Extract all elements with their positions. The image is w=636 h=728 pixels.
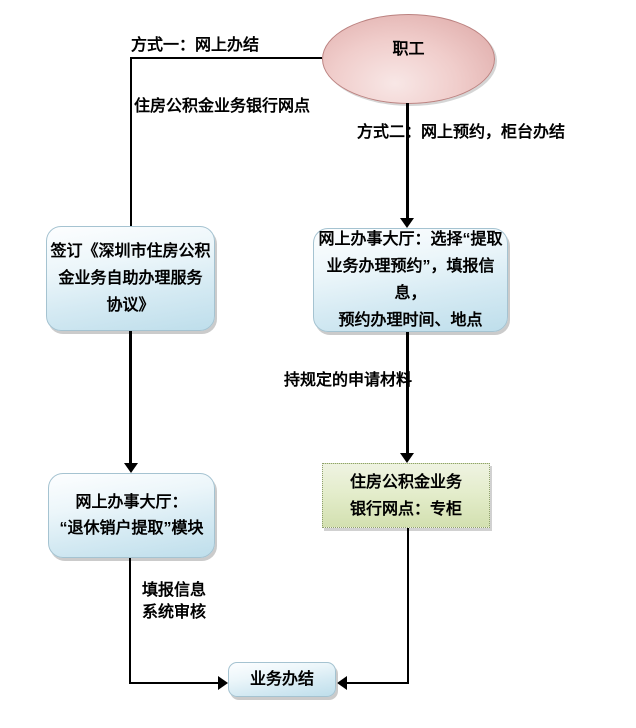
box-online-hall-reserve: 网上办事大厅：选择“提取 业务办理预约”，填报信息， 预约办理时间、地点: [313, 228, 508, 332]
box-sign-agreement-line1: 签订《深圳市住房公积: [50, 243, 211, 260]
label-system-review: 系统审核: [142, 604, 207, 621]
label-materials: 持规定的申请材料: [284, 372, 413, 389]
box-business-complete-label: 业务办结: [249, 671, 314, 688]
connector-left-to-complete: [129, 682, 219, 684]
label-fill-info: 填报信息: [142, 582, 207, 599]
connector-left-vertical-to-sign-box: [130, 57, 132, 226]
arrow-down-icon: [400, 453, 414, 463]
box-online-hall-reserve-line2: 业务办理预约”，填报信息，: [326, 258, 495, 302]
label-method2: 方式二：网上预约，柜台办结: [357, 124, 566, 141]
box-bank-counter-line2: 银行网点：专柜: [349, 500, 462, 518]
connector-reserve-box-to-counter-box: [406, 332, 409, 453]
connector-sign-box-to-module-box: [129, 331, 132, 464]
start-ellipse-employee: 职工: [322, 14, 495, 104]
arrow-down-icon: [124, 463, 138, 473]
arrow-right-icon: [218, 676, 228, 690]
label-method1: 方式一：网上办结: [131, 37, 260, 54]
box-online-hall-module: 网上办事大厅： “退休销户提取”模块: [48, 473, 215, 558]
connector-ellipse-to-reserve-box: [406, 103, 409, 218]
start-ellipse-label: 职工: [392, 41, 425, 58]
arrow-down-icon: [400, 218, 414, 228]
box-bank-counter: 住房公积金业务 银行网点：专柜: [322, 463, 490, 528]
box-online-hall-reserve-line3: 预约办理时间、地点: [338, 312, 483, 329]
arrow-left-icon: [337, 676, 347, 690]
box-sign-agreement: 签订《深圳市住房公积 金业务自助办理服务 协议》: [46, 226, 215, 331]
box-bank-counter-line1: 住房公积金业务: [349, 473, 462, 491]
box-online-hall-reserve-line1: 网上办事大厅：选择“提取: [318, 231, 503, 248]
box-sign-agreement-line2: 金业务自助办理服务: [58, 270, 203, 287]
connector-counter-box-down: [407, 528, 409, 684]
label-bank-branch-path: 住房公积金业务银行网点: [134, 98, 311, 115]
box-online-hall-module-line2: “退休销户提取”模块: [59, 519, 204, 537]
box-sign-agreement-line3: 协议》: [106, 297, 155, 314]
connector-right-to-complete: [347, 682, 409, 684]
box-online-hall-module-line1: 网上办事大厅：: [75, 493, 188, 511]
connector-ellipse-to-left-horizontal: [131, 57, 322, 59]
connector-module-box-down: [129, 558, 131, 684]
box-business-complete: 业务办结: [228, 662, 336, 697]
